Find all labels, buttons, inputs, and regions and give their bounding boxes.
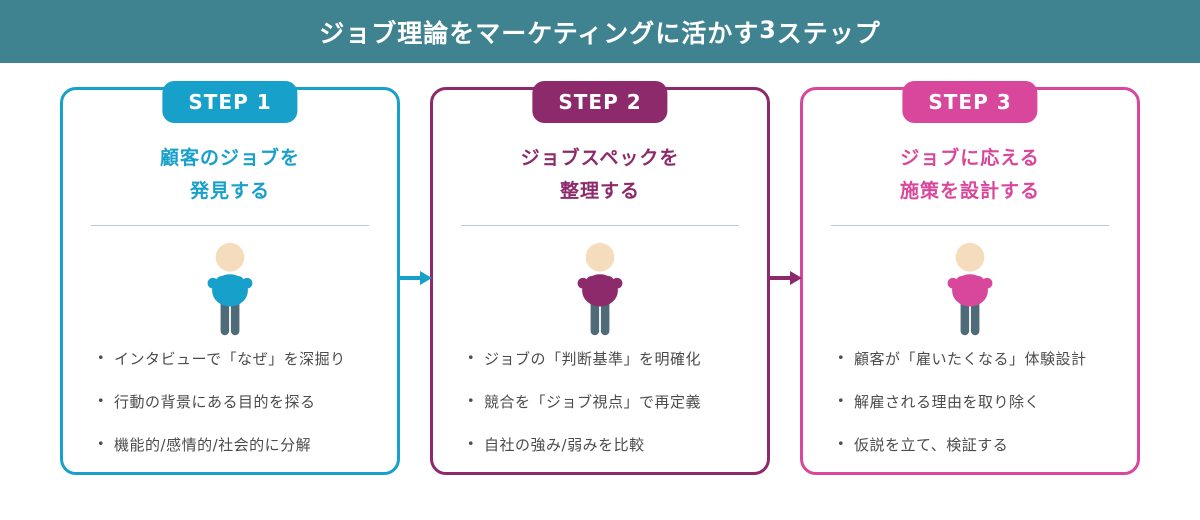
step-2-title-line1: ジョブスペックを: [520, 147, 680, 169]
person-icon: [577, 242, 623, 336]
step-2-title: ジョブスペックを整理する: [433, 142, 767, 208]
bullet-item: 仮説を立て、検証する: [837, 437, 1127, 455]
bullet-item: 競合を「ジョブ視点」で再定義: [467, 394, 757, 412]
divider: [91, 225, 369, 226]
page-title-number: 3: [759, 15, 777, 44]
bullet-item: 行動の背景にある目的を探る: [97, 394, 387, 412]
header-banner: ジョブ理論をマーケティングに活かす3ステップ: [0, 0, 1200, 63]
arrow-step2-to-step3-icon: [768, 271, 802, 285]
bullet-item: ジョブの「判断基準」を明確化: [467, 351, 757, 369]
step-3-bullets: 顧客が「雇いたくなる」体験設計 解雇される理由を取り除く 仮説を立て、検証する: [803, 351, 1137, 455]
divider: [461, 225, 739, 226]
divider: [831, 225, 1109, 226]
person-icon: [207, 242, 253, 336]
step-1-title-line1: 顧客のジョブを: [159, 147, 300, 169]
step-2-bullets: ジョブの「判断基準」を明確化 競合を「ジョブ視点」で再定義 自社の強み/弱みを比…: [433, 351, 767, 455]
step-1-bullets: インタビューで「なぜ」を深掘り 行動の背景にある目的を探る 機能的/感情的/社会…: [63, 351, 397, 455]
page-title-suffix: ステップ: [776, 18, 881, 48]
bullet-item: 顧客が「雇いたくなる」体験設計: [837, 351, 1127, 369]
page-title: ジョブ理論をマーケティングに活かす3ステップ: [319, 14, 881, 50]
step-2-title-line2: 整理する: [559, 180, 640, 202]
arrow-step1-to-step2-icon: [398, 271, 432, 285]
step-3-title: ジョブに応える施策を設計する: [803, 142, 1137, 208]
bullet-item: 機能的/感情的/社会的に分解: [97, 437, 387, 455]
bullet-item: インタビューで「なぜ」を深掘り: [97, 351, 387, 369]
step-3-badge: STEP 3: [902, 81, 1038, 123]
step-3-title-line1: ジョブに応える: [900, 147, 1040, 169]
bullet-item: 解雇される理由を取り除く: [837, 394, 1127, 412]
person-icon: [947, 242, 993, 336]
step-3-title-line2: 施策を設計する: [899, 180, 1040, 202]
step-1-title: 顧客のジョブを発見する: [63, 142, 397, 208]
bullet-item: 自社の強み/弱みを比較: [467, 437, 757, 455]
page-title-text: ジョブ理論をマーケティングに活かす: [319, 18, 760, 48]
step-1-badge: STEP 1: [162, 81, 298, 123]
step-2-badge: STEP 2: [532, 81, 668, 123]
step-1-title-line2: 発見する: [189, 180, 270, 202]
